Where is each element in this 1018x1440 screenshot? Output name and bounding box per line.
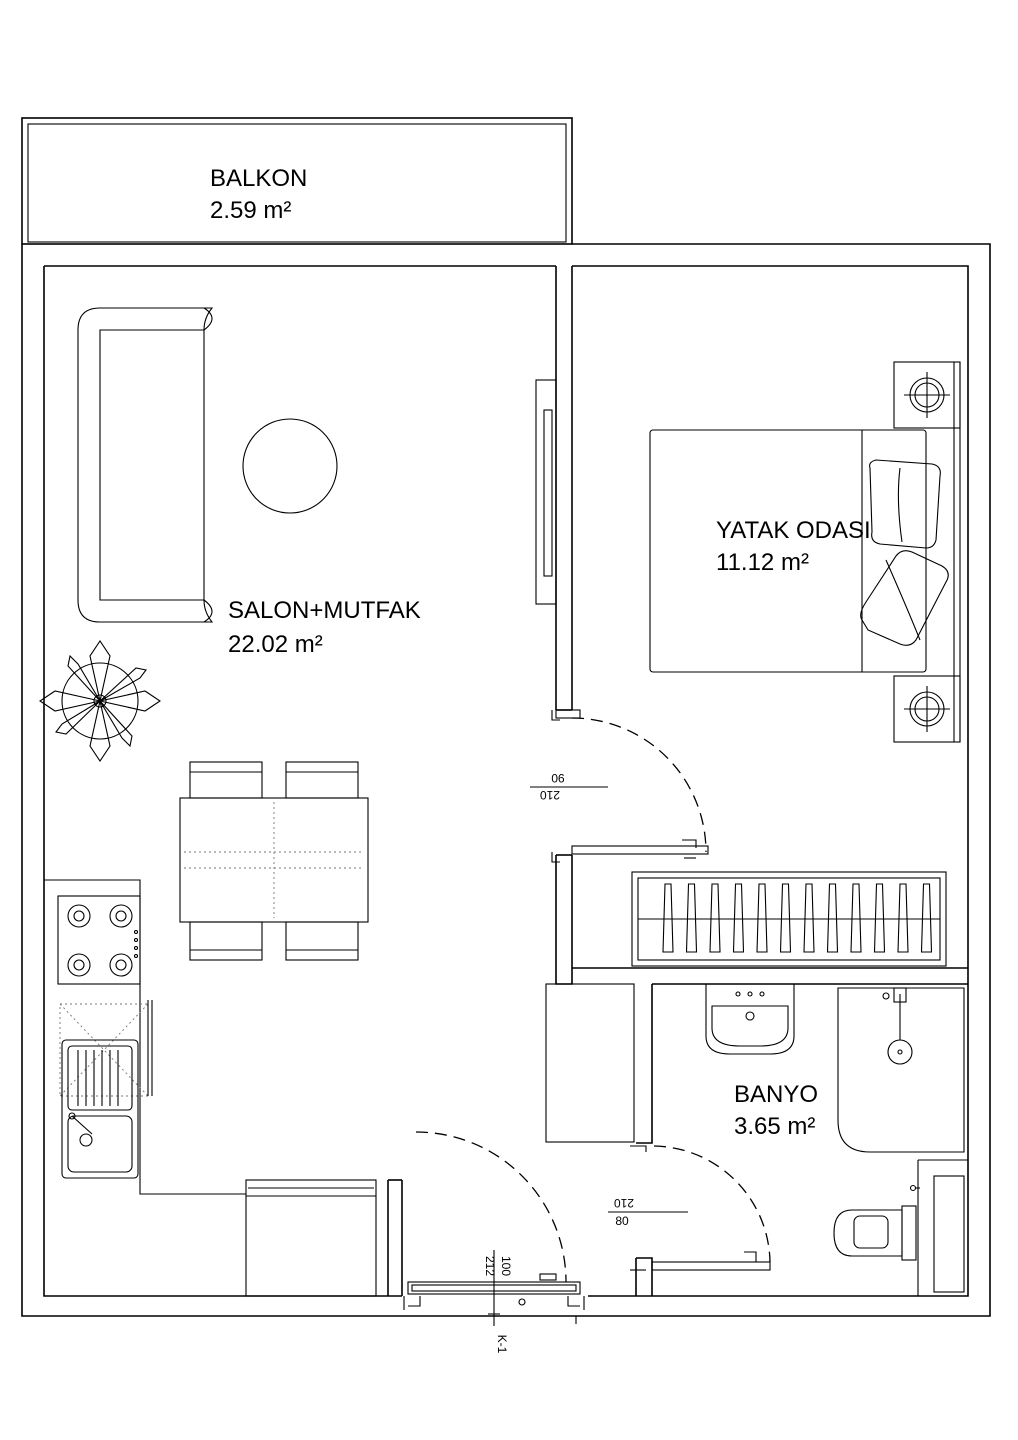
- plant-icon: [39, 640, 161, 762]
- wardrobe-panel: [535, 379, 557, 605]
- bed: [649, 429, 949, 673]
- hanger: [850, 883, 862, 953]
- salon-area: 22.02 m²: [228, 631, 323, 658]
- interior-walls: [387, 266, 968, 1296]
- entrance-door: [403, 1131, 585, 1326]
- shower-icon: [837, 987, 965, 1153]
- bathroom-door: [630, 1145, 771, 1271]
- bathroom-cabinet: [545, 983, 635, 1143]
- salon-name: SALON+MUTFAK: [228, 597, 421, 624]
- sofa: [77, 307, 214, 623]
- yatak-area: 11.12 m²: [716, 549, 809, 576]
- banyo-name: BANYO: [734, 1081, 818, 1108]
- bedside-tables: [893, 361, 961, 743]
- round-table: [242, 418, 338, 514]
- banyo-area: 3.65 m²: [734, 1113, 815, 1140]
- bedroom-door-height: 210: [540, 788, 560, 802]
- entrance-door-height: 212: [483, 1256, 497, 1276]
- hanger: [803, 883, 815, 953]
- entrance-door-code: K-1: [495, 1335, 509, 1354]
- hanger: [779, 883, 792, 953]
- balkon-area: 2.59 m²: [210, 197, 291, 224]
- dishwasher: [59, 1000, 153, 1097]
- wc-cabinet: [933, 1175, 965, 1293]
- hanger: [685, 883, 698, 953]
- bathroom-door-width: 80: [615, 1214, 629, 1228]
- hanger: [826, 883, 839, 953]
- bedroom-wardrobe: [631, 871, 947, 967]
- toilet-icon: [833, 1184, 920, 1261]
- hanger: [897, 883, 909, 953]
- entrance-door-width: 100: [499, 1256, 513, 1276]
- bathroom-door-height: 210: [614, 1196, 634, 1210]
- hanger: [732, 883, 745, 953]
- bedroom-door-width: 90: [551, 771, 565, 785]
- washbasin-icon: [705, 984, 795, 1055]
- hanger: [709, 883, 721, 953]
- hanger: [920, 883, 933, 953]
- yatak-name: YATAK ODASI: [716, 517, 871, 544]
- outer-walls: [21, 243, 991, 1317]
- dining-table: [179, 761, 369, 961]
- sink-icon: [61, 1039, 139, 1179]
- bedroom-door: [551, 709, 709, 863]
- hanger: [662, 883, 674, 953]
- hanger: [873, 883, 886, 953]
- hanger: [756, 883, 768, 953]
- balcony: [21, 117, 573, 245]
- stove-icon: [57, 895, 141, 985]
- balkon-name: BALKON: [210, 165, 307, 192]
- kitchen-counter: [44, 879, 377, 1297]
